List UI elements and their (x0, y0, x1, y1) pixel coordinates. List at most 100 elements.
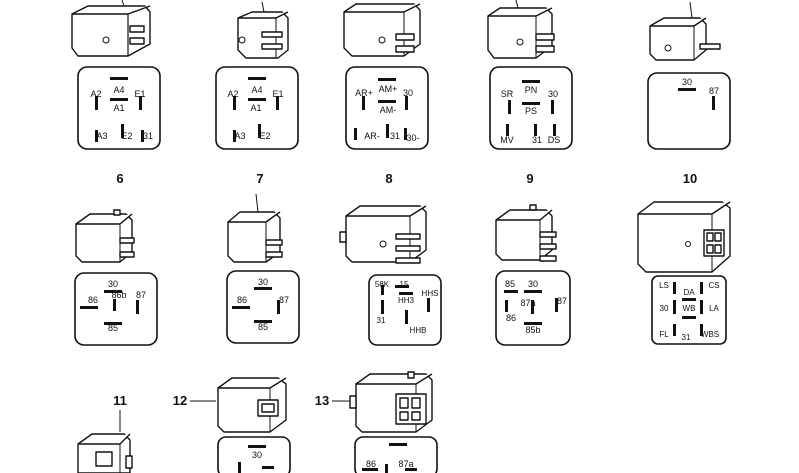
relay-body-drawing (237, 1, 289, 59)
pin-label: 87 (557, 296, 567, 306)
item-number: 13 (315, 393, 329, 408)
pin-label: DS (548, 135, 561, 145)
pin-label: DA (683, 288, 695, 297)
pin-label: LA (709, 304, 719, 313)
pin-label: 86 (88, 295, 98, 305)
pin-label: 31 (532, 135, 542, 145)
pin-label: A2 (90, 89, 101, 99)
pin-label: A2 (227, 89, 238, 99)
relay-item-9: 9 85 30 87a 87 86 85b (495, 171, 571, 346)
relay-body-drawing (339, 205, 427, 264)
pin-label: 86 (506, 313, 516, 323)
pin-label: PS (525, 106, 537, 116)
item-number: 12 (173, 393, 187, 408)
relay-body-drawing (71, 0, 151, 57)
pin-label: CS (708, 281, 719, 290)
relay-body-drawing (495, 204, 557, 262)
relay-item-12: 12 30 (173, 377, 291, 473)
pin-label: 30 (258, 277, 268, 287)
item-number: 8 (385, 171, 392, 186)
pin-label: 30 (548, 89, 558, 99)
pin-label: A4 (251, 85, 262, 95)
pin-label: 86 (237, 295, 247, 305)
relay-item-1: A4 A2 E1 A1 A3 E2 31 (71, 0, 161, 150)
relay-body-drawing (649, 1, 721, 61)
pin-label: 87a (520, 298, 535, 308)
pin-layout-box (217, 436, 291, 473)
relay-body-drawing (637, 201, 731, 273)
relay-item-8: 8 58K 15 HHS HH3 31 HHB (339, 171, 442, 346)
pin-label: A3 (96, 131, 107, 141)
pin-layout-box (647, 72, 731, 150)
pin-label: 15 (400, 280, 409, 289)
pin-layout-box (215, 66, 299, 150)
pin-label: 31 (682, 333, 691, 342)
item-number: 11 (113, 393, 127, 408)
relay-body-drawing (349, 371, 433, 433)
relay-item-2: A4 A2 E1 A1 A3 E2 (215, 1, 299, 150)
pin-label: 87 (279, 295, 289, 305)
pin-label: 31 (377, 316, 386, 325)
pin-label: 87 (709, 86, 719, 96)
pin-label: 85 (505, 279, 515, 289)
pin-label: HHB (410, 326, 427, 335)
relay-body-drawing (487, 0, 555, 59)
pin-label: PN (525, 85, 538, 95)
pin-label: A1 (250, 103, 261, 113)
pin-layout-box (354, 436, 438, 473)
pin-label: SR (501, 89, 514, 99)
pin-label: 31 (143, 131, 153, 141)
item-number: 7 (256, 171, 263, 186)
pin-label: 86 (366, 459, 376, 469)
relay-item-5: 30 87 (647, 1, 731, 150)
relay-item-11: 11 (77, 393, 133, 473)
pin-label: WBS (701, 330, 719, 339)
relay-body-drawing (217, 377, 287, 433)
item-number: 6 (116, 171, 123, 186)
pin-label: 58K (375, 280, 390, 289)
relay-item-4: PN SR 30 PS MV 31 DS (487, 0, 573, 150)
pin-label: 30- (406, 133, 419, 143)
relay-body-drawing (343, 3, 421, 57)
pin-label: 87a (398, 459, 413, 469)
pin-label: HH3 (398, 296, 415, 305)
relay-body-drawing (75, 209, 135, 263)
pin-label: A4 (113, 85, 124, 95)
pin-layout-box (226, 270, 300, 344)
relay-item-13: 13 86 87a (315, 371, 438, 473)
item-number: 9 (526, 171, 533, 186)
pin-label: AM- (380, 105, 397, 115)
pin-label: 30 (660, 304, 669, 313)
pin-label: 85 (258, 322, 268, 332)
pin-label: 30 (682, 77, 692, 87)
pin-label: 30 (252, 450, 262, 460)
pin-label: 31 (390, 131, 400, 141)
pin-label: A1 (113, 103, 124, 113)
relay-item-7: 7 30 86 87 85 (226, 171, 300, 344)
pin-label: AM+ (379, 84, 398, 94)
pin-label: 30 (403, 88, 413, 98)
pin-label: E2 (121, 131, 132, 141)
relay-body-drawing (227, 193, 283, 263)
pin-label: MV (500, 135, 514, 145)
pin-label: AR- (364, 131, 380, 141)
pin-label: WB (683, 304, 696, 313)
pin-label: 86b (111, 290, 126, 300)
pin-label: E1 (134, 89, 145, 99)
pin-label: LS (659, 281, 669, 290)
relay-item-3: AM+ AR+ 30 AM- AR- 31 30- (343, 3, 429, 150)
pin-label: AR+ (355, 88, 373, 98)
pin-layout-box (651, 275, 727, 345)
relay-item-6: 6 30 86b 87 86 85 (74, 171, 158, 346)
relay-body-drawing (77, 433, 133, 473)
pin-layout-box (489, 66, 573, 150)
pin-label: FL (659, 330, 669, 339)
pin-label: 30 (108, 279, 118, 289)
pin-label: 85 (108, 323, 118, 333)
pin-label: HHS (422, 289, 439, 298)
pin-label: 85b (525, 325, 540, 335)
pin-label: 87 (136, 290, 146, 300)
relay-item-10: 10 LS CS DA 30 WB LA FL 31 WBS (637, 171, 731, 345)
pin-label: E1 (272, 89, 283, 99)
